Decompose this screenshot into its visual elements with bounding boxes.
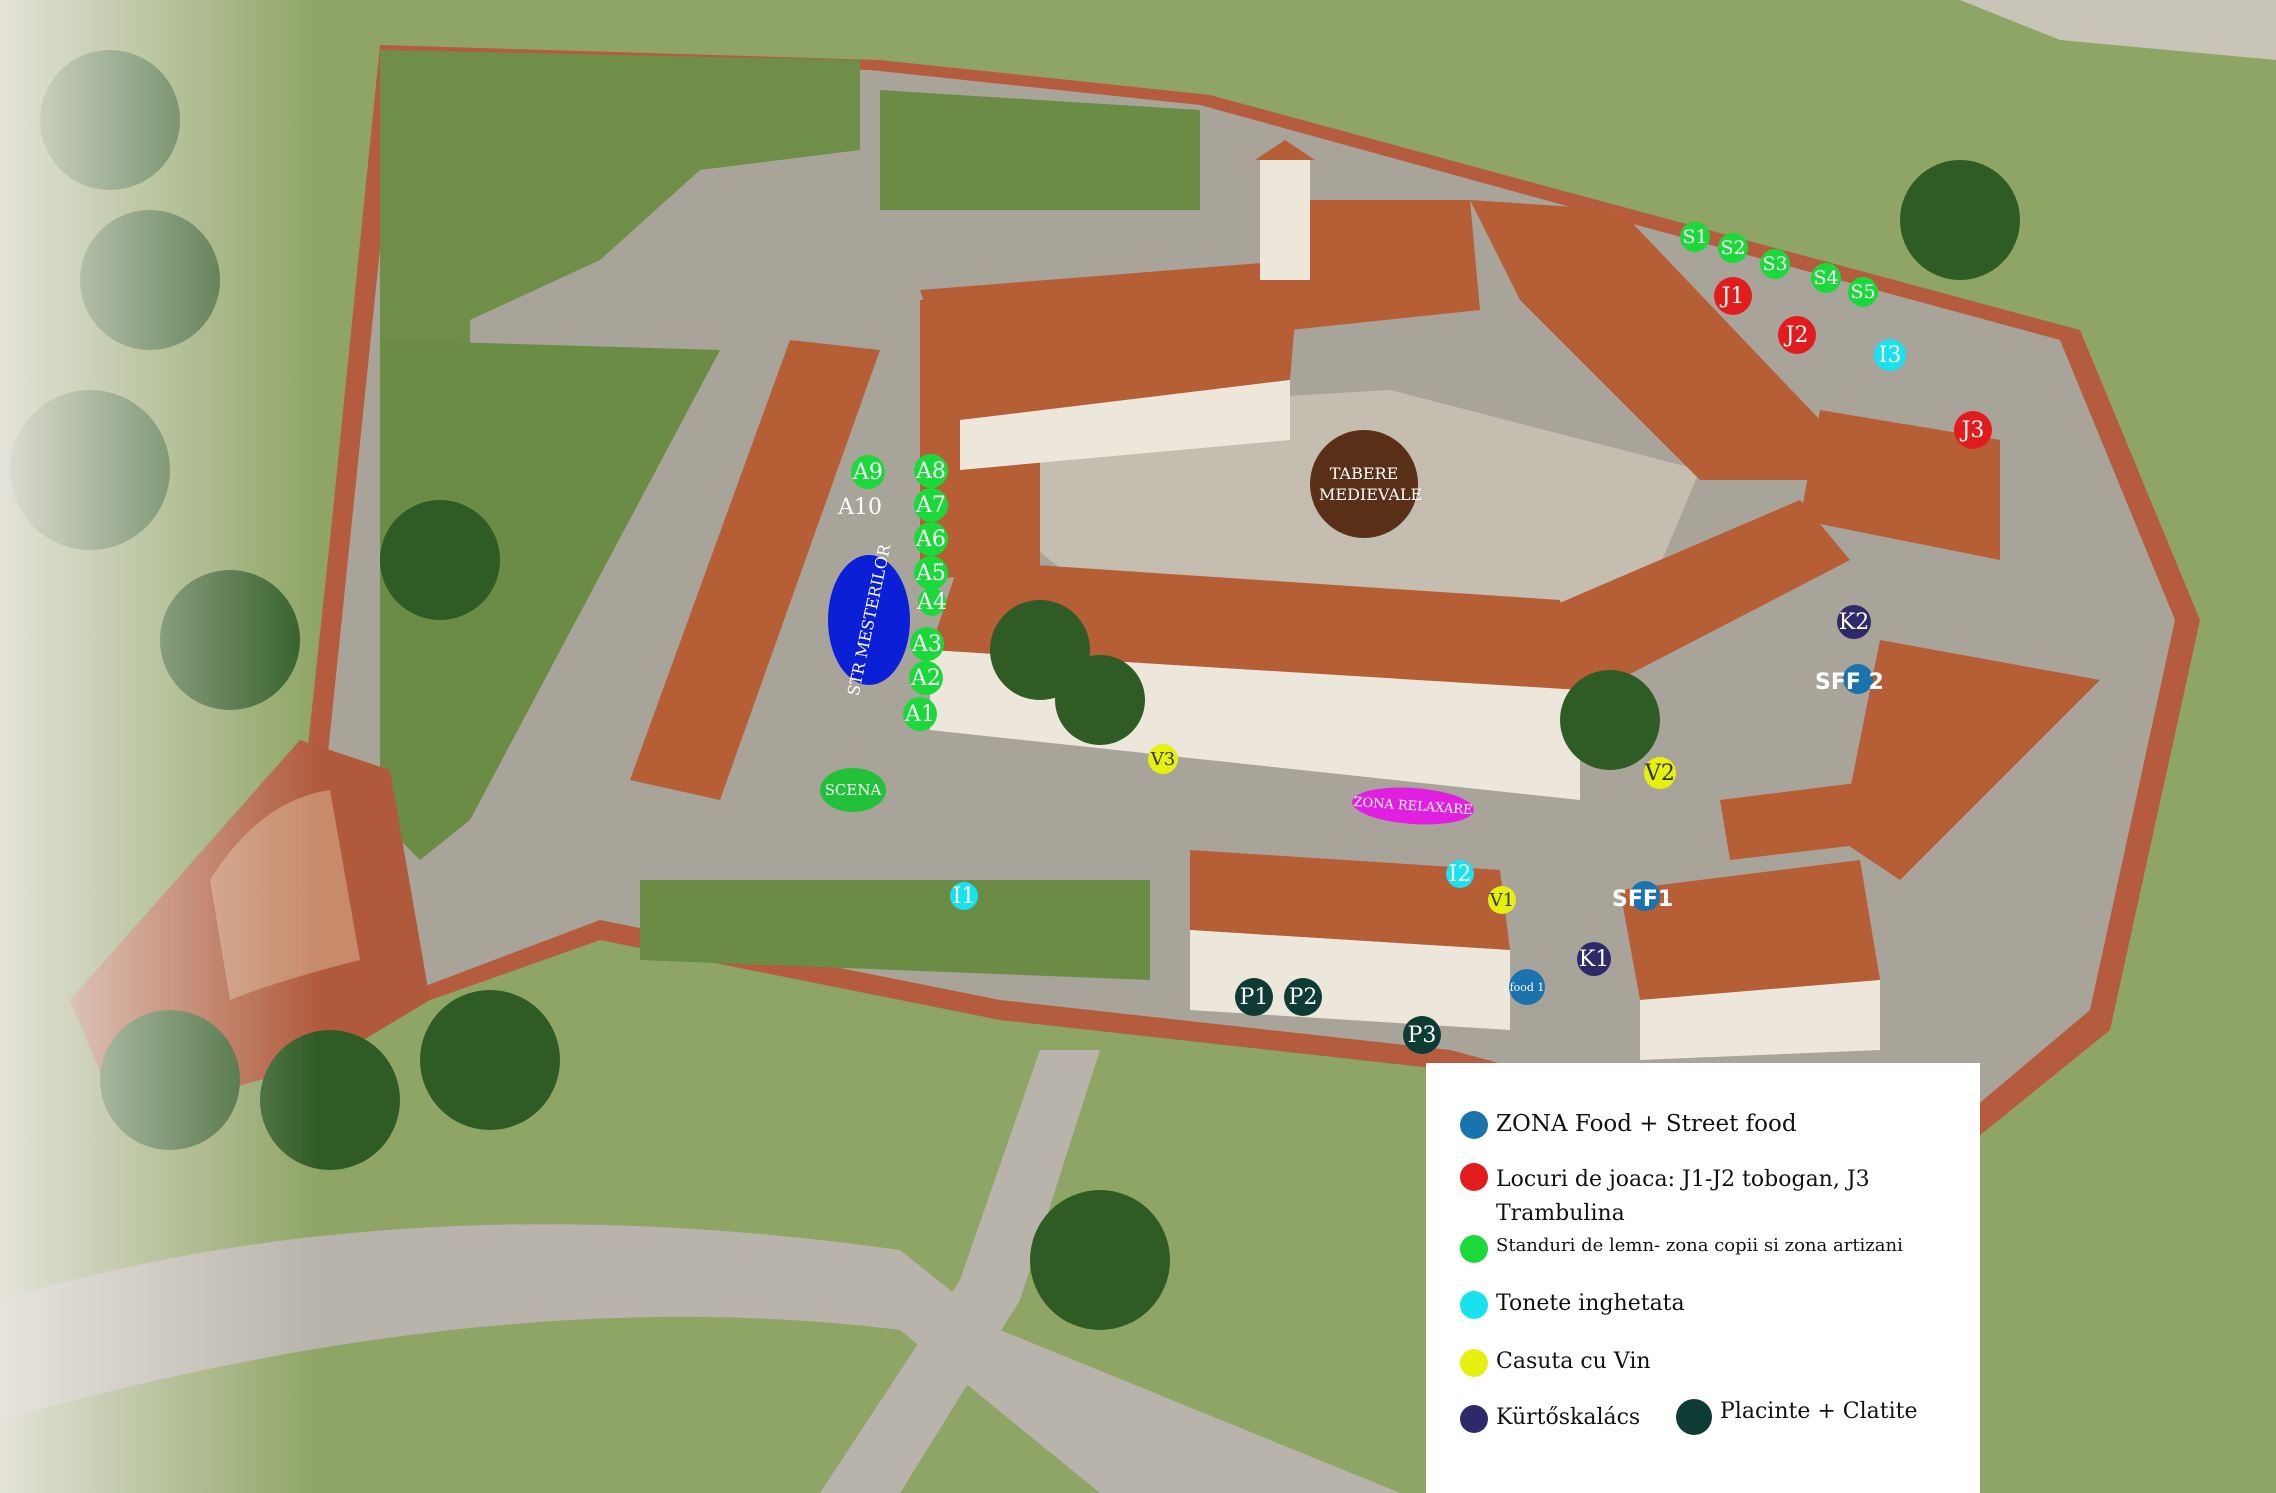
marker-p2[interactable]: P2: [1284, 978, 1322, 1016]
marker-p3[interactable]: P3: [1403, 1016, 1441, 1054]
marker-j1[interactable]: J1: [1714, 277, 1752, 315]
kurtos-dot-icon: [1460, 1405, 1488, 1433]
legend-label: Locuri de joaca: J1-J2 tobogan, J3 Tramb…: [1496, 1167, 1870, 1226]
marker-sff2-dot: [1843, 664, 1873, 694]
marker-label: J3: [1961, 417, 1985, 443]
marker-a5[interactable]: A5: [914, 556, 948, 590]
legend-label: Kürtőskalács: [1496, 1405, 1641, 1430]
marker-a4[interactable]: A4: [917, 588, 947, 616]
marker-label: J1: [1721, 283, 1745, 309]
legend-item-placinte: Placinte + Clatite: [1676, 1399, 1917, 1435]
marker-a8[interactable]: A8: [914, 454, 948, 488]
craftsmen-street-label: STR MESTERILOR: [843, 542, 895, 698]
relax-zone-label: ZONA RELAXARE: [1352, 794, 1474, 818]
marker-a10[interactable]: A10: [838, 490, 882, 524]
marker-s5[interactable]: S5: [1848, 277, 1878, 307]
stands-dot-icon: [1460, 1235, 1488, 1263]
marker-label: I3: [1878, 342, 1902, 368]
marker-k1[interactable]: K1: [1577, 942, 1611, 976]
marker-label: P2: [1288, 984, 1318, 1010]
marker-label: S1: [1682, 226, 1708, 248]
marker-label: P3: [1407, 1022, 1437, 1048]
marker-label: A7: [916, 492, 946, 518]
marker-p1[interactable]: P1: [1235, 978, 1273, 1016]
marker-label: A2: [911, 665, 941, 691]
placinte-dot-icon: [1676, 1399, 1712, 1435]
marker-a9[interactable]: A9: [851, 455, 885, 489]
stage-zone[interactable]: SCENA: [820, 768, 886, 812]
marker-label: K1: [1578, 946, 1610, 972]
legend-label: Standuri de lemn- zona copii si zona art…: [1496, 1235, 1903, 1256]
marker-k2[interactable]: K2: [1837, 605, 1871, 639]
wine-dot-icon: [1460, 1349, 1488, 1377]
marker-label: A6: [916, 526, 946, 552]
marker-i3[interactable]: I3: [1874, 339, 1906, 371]
icecream-dot-icon: [1460, 1291, 1488, 1319]
marker-s2[interactable]: S2: [1718, 233, 1748, 263]
marker-label: V1: [1489, 889, 1515, 911]
map-legend: ZONA Food + Street food Locuri de joaca:…: [1426, 1063, 1980, 1493]
marker-v3[interactable]: V3: [1148, 744, 1178, 774]
play-dot-icon: [1460, 1163, 1488, 1191]
marker-label: S4: [1813, 267, 1839, 289]
legend-label: Tonete inghetata: [1496, 1291, 1685, 1316]
marker-label: A5: [916, 560, 946, 586]
legend-item-icecream: Tonete inghetata: [1460, 1291, 1685, 1319]
marker-a1[interactable]: A1: [903, 697, 937, 731]
marker-label: A9: [853, 459, 883, 485]
marker-sff1-dot: [1630, 881, 1660, 911]
marker-a6[interactable]: A6: [914, 522, 948, 556]
craftsmen-street-zone[interactable]: STR MESTERILOR: [828, 543, 910, 697]
marker-v2[interactable]: V2: [1644, 757, 1676, 789]
food-dot-icon: [1460, 1111, 1488, 1139]
stage-label: SCENA: [824, 781, 882, 799]
marker-food1[interactable]: food 1: [1509, 969, 1545, 1005]
marker-label: A8: [916, 458, 946, 484]
marker-label: A1: [905, 701, 935, 727]
marker-v1[interactable]: V1: [1488, 886, 1516, 914]
legend-item-wine: Casuta cu Vin: [1460, 1349, 1651, 1377]
legend-item-play: Locuri de joaca: J1-J2 tobogan, J3 Tramb…: [1460, 1163, 1940, 1231]
legend-label: ZONA Food + Street food: [1496, 1111, 1797, 1137]
marker-label: I1: [952, 883, 976, 909]
legend-item-stands: Standuri de lemn- zona copii si zona art…: [1460, 1235, 1903, 1263]
marker-label: S2: [1720, 237, 1746, 259]
marker-label: I2: [1448, 861, 1472, 887]
marker-label: A10: [838, 494, 882, 520]
marker-a3[interactable]: A3: [910, 627, 944, 661]
medieval-camps-zone[interactable]: TABERE MEDIEVALE: [1310, 430, 1423, 538]
marker-label: J2: [1785, 322, 1809, 348]
marker-label: A3: [912, 631, 942, 657]
marker-s4[interactable]: S4: [1811, 263, 1841, 293]
legend-item-kurtos: Kürtőskalács: [1460, 1405, 1640, 1433]
marker-label: S3: [1762, 253, 1788, 275]
marker-label: S5: [1850, 281, 1876, 303]
marker-sff1[interactable]: SFF1: [1612, 887, 1674, 912]
marker-i1[interactable]: I1: [950, 882, 978, 910]
marker-j3[interactable]: J3: [1954, 411, 1992, 449]
marker-sff2[interactable]: SFF 2: [1815, 670, 1884, 695]
marker-label: K2: [1838, 609, 1870, 635]
marker-label: A4: [917, 589, 947, 615]
legend-label: Casuta cu Vin: [1496, 1349, 1651, 1374]
marker-a2[interactable]: A2: [909, 661, 943, 695]
marker-s3[interactable]: S3: [1760, 249, 1790, 279]
marker-label: V3: [1150, 748, 1176, 770]
marker-label: food 1: [1509, 980, 1545, 994]
marker-s1[interactable]: S1: [1680, 222, 1710, 252]
marker-a7[interactable]: A7: [914, 488, 948, 522]
marker-j2[interactable]: J2: [1778, 316, 1816, 354]
marker-i2[interactable]: I2: [1446, 860, 1474, 888]
marker-label: P1: [1239, 984, 1269, 1010]
legend-label: Placinte + Clatite: [1720, 1399, 1918, 1424]
medieval-camps-label: TABERE MEDIEVALE: [1319, 464, 1423, 504]
marker-label: V2: [1645, 760, 1675, 786]
legend-item-food: ZONA Food + Street food: [1460, 1111, 1797, 1139]
